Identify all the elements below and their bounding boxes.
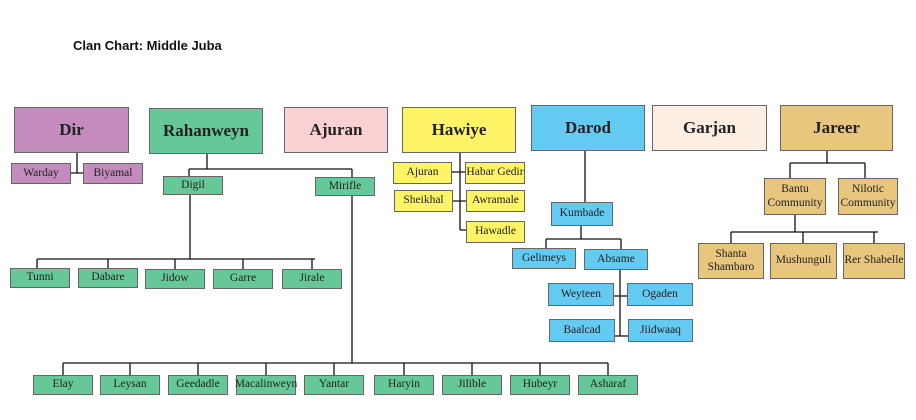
subclan-box-haryin: Haryin (374, 375, 434, 395)
subclan-box-absame: Absame (584, 249, 648, 270)
subclan-box-jidow: Jidow (145, 269, 205, 289)
subclan-box-ogaden: Ogaden (627, 283, 693, 306)
subclan-box-sheikhal: Sheikhal (394, 190, 453, 212)
subclan-box-baalcad: Baalcad (549, 319, 615, 342)
subclan-box-jirale: Jirale (282, 269, 342, 289)
subclan-box-hubeyr: Hubeyr (510, 375, 570, 395)
subclan-box-mirifle: Mirifle (315, 177, 375, 196)
subclan-box-yantar: Yantar (304, 375, 364, 395)
subclan-box-hawadle: Hawadle (466, 221, 525, 243)
clan-box-garjan: Garjan (652, 105, 767, 151)
clan-box-jareer: Jareer (780, 105, 893, 151)
subclan-box-habar-gedir: Habar Gedir (465, 162, 525, 184)
clan-box-rahanweyn: Rahanweyn (149, 108, 263, 154)
clan-box-darod: Darod (531, 105, 645, 151)
subclan-box-jiidwaaq: Jiidwaaq (628, 319, 693, 342)
subclan-box-rer-shabelle: Rer Shabelle (843, 243, 905, 279)
subclan-box-kumbade: Kumbade (551, 202, 613, 226)
subclan-box-nilotic-community: Nilotic Community (838, 178, 898, 215)
subclan-box-biyamal: Biyamal (83, 163, 143, 184)
clan-box-dir: Dir (14, 107, 129, 153)
subclan-box-tunni: Tunni (10, 268, 70, 288)
clan-box-ajuran: Ajuran (284, 107, 388, 153)
subclan-box-weyteen: Weyteen (548, 283, 614, 306)
subclan-box-garre: Garre (213, 269, 273, 289)
subclan-box-gelimeys: Gelimeys (512, 248, 576, 269)
subclan-box-awramale: Awramale (466, 190, 525, 212)
subclan-box-ajuran: Ajuran (393, 162, 452, 184)
clan-box-hawiye: Hawiye (402, 107, 516, 153)
subclan-box-warday: Warday (11, 163, 71, 184)
subclan-box-bantu-community: Bantu Community (764, 178, 826, 215)
subclan-box-digil: Digil (163, 176, 223, 195)
subclan-box-dabare: Dabare (78, 268, 138, 288)
subclan-box-geedadle: Geedadle (168, 375, 228, 395)
subclan-box-elay: Elay (33, 375, 93, 395)
subclan-box-shanta-shambaro: Shanta Shambaro (698, 243, 764, 279)
subclan-box-macalinweyn: Macalinweyn (235, 375, 297, 395)
subclan-box-asharaf: Asharaf (578, 375, 638, 395)
subclan-box-mushunguli: Mushunguli (770, 243, 837, 279)
chart-title: Clan Chart: Middle Juba (73, 38, 222, 53)
subclan-box-jilible: Jilible (442, 375, 502, 395)
subclan-box-leysan: Leysan (100, 375, 160, 395)
